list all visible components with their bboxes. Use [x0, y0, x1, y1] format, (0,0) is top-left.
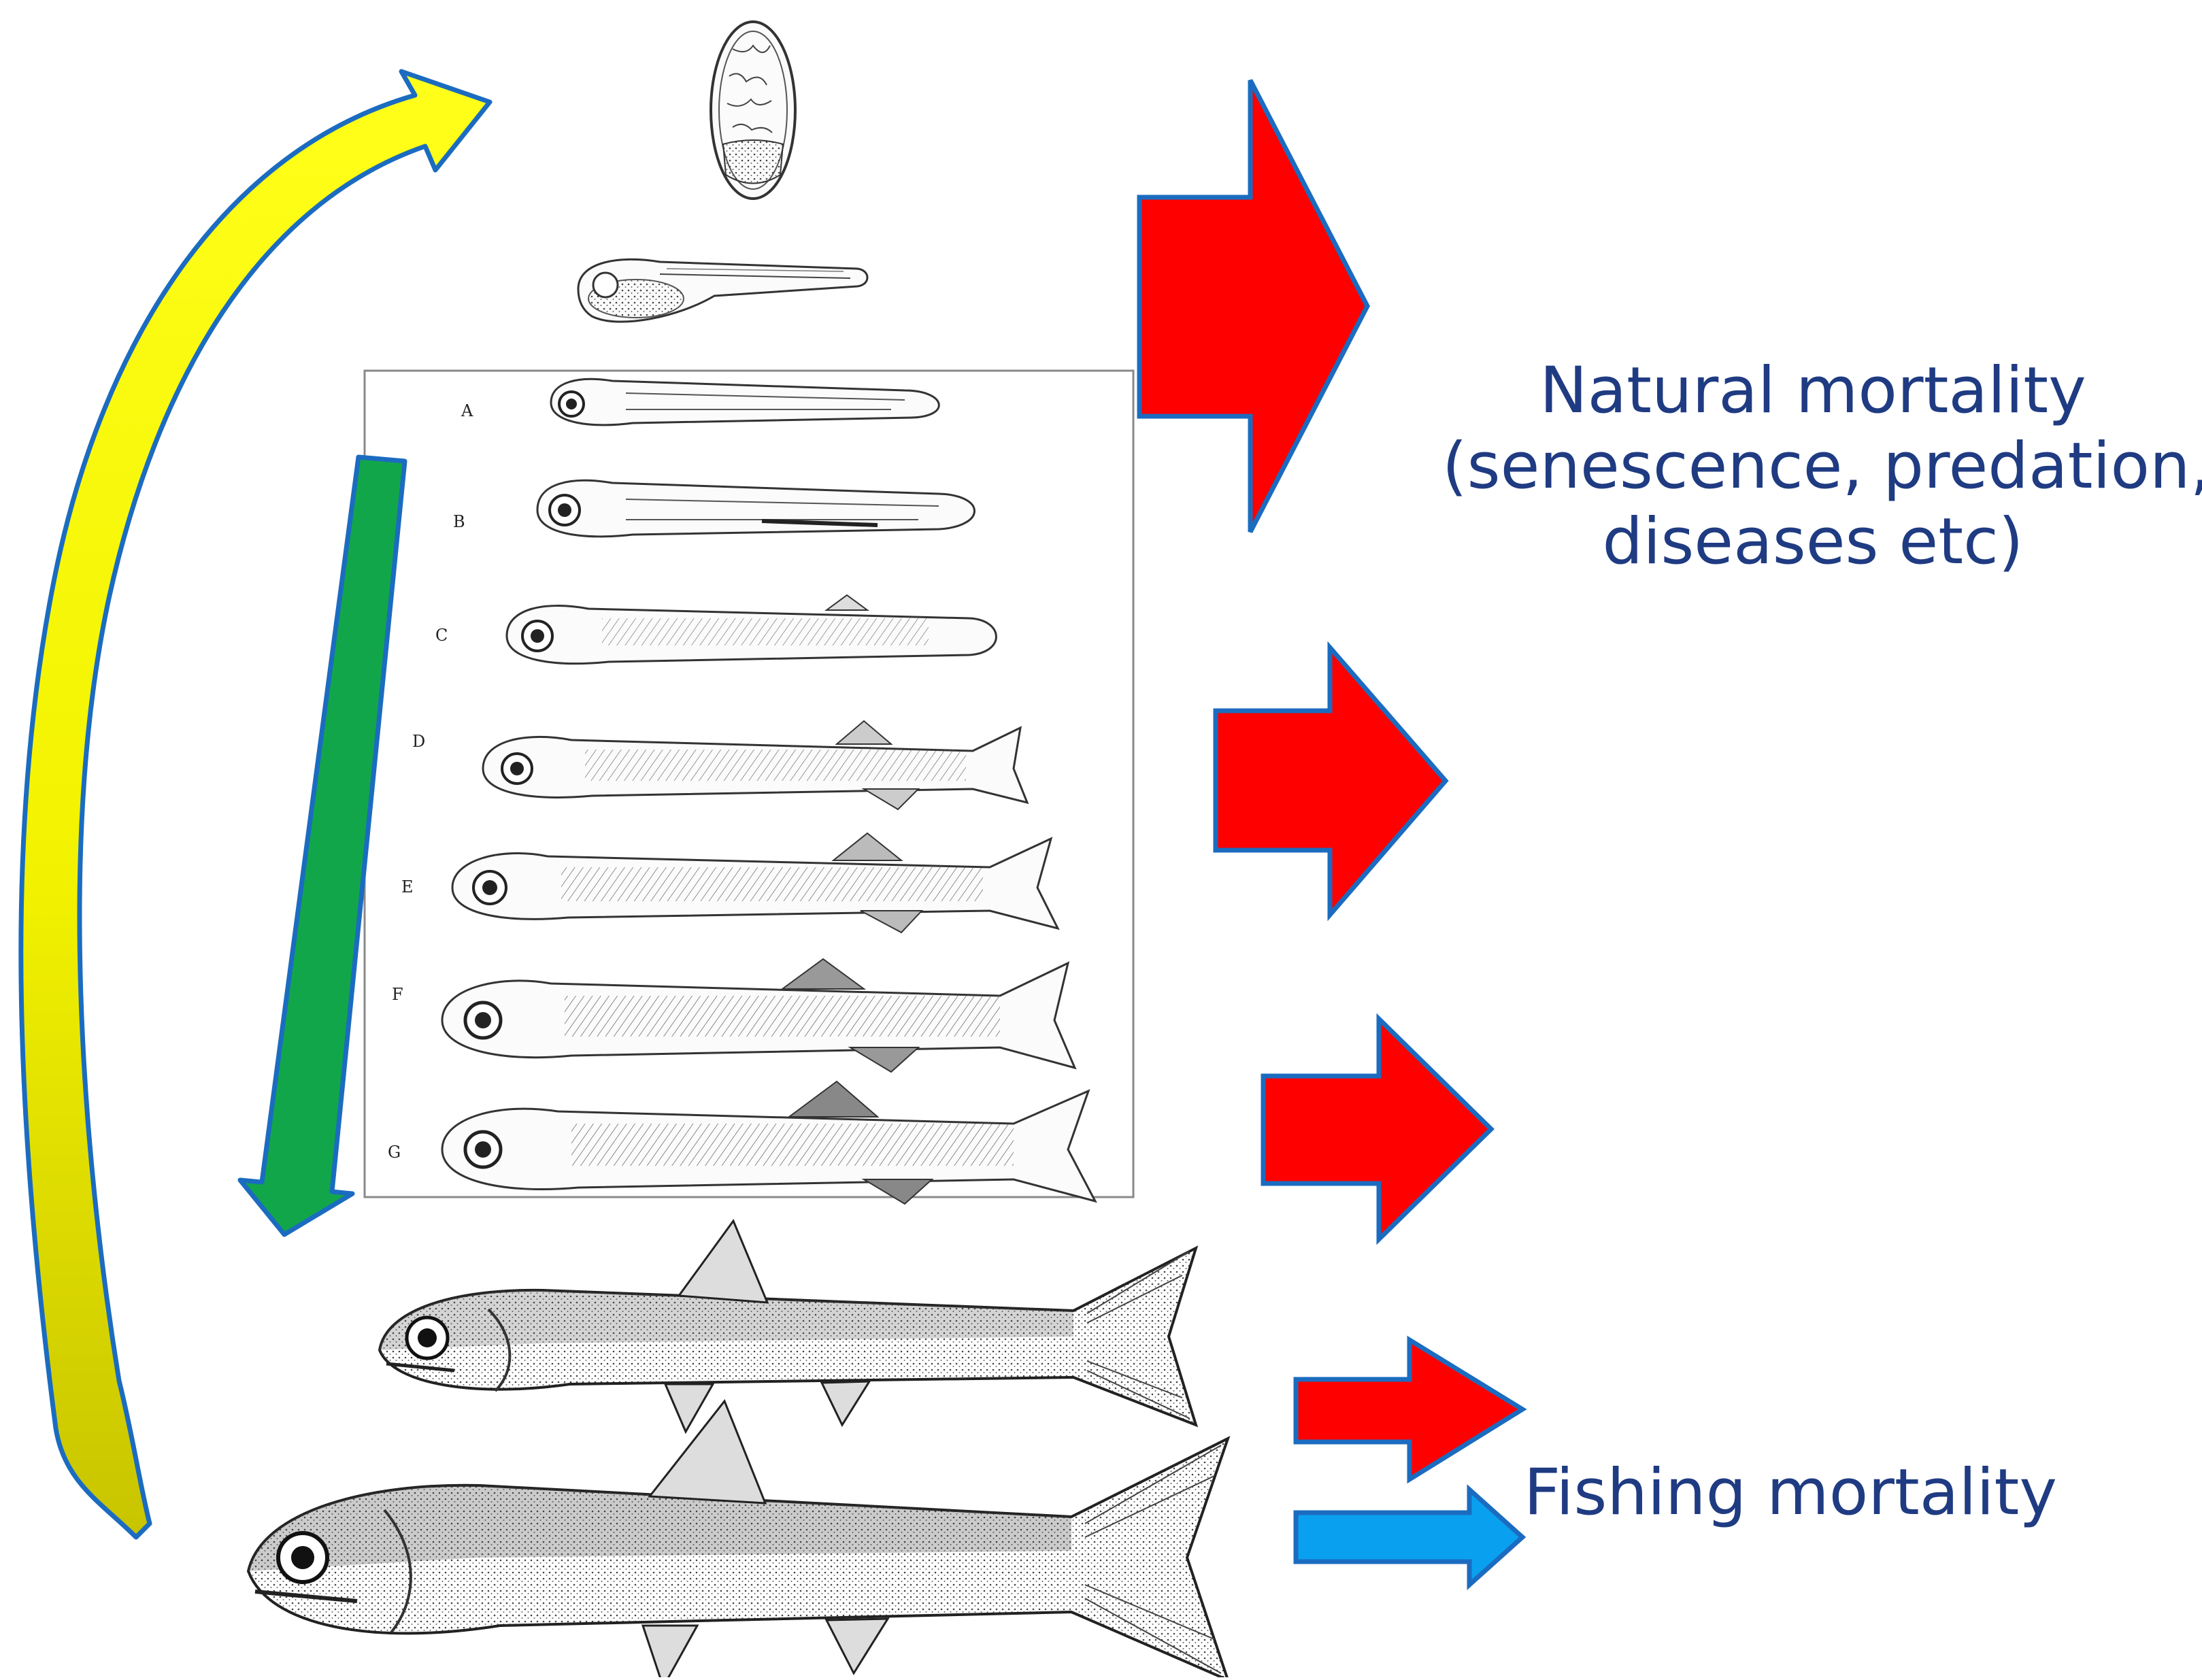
larva-letter-f: F	[392, 985, 403, 1004]
larva-letter-a: A	[461, 401, 473, 420]
larva-letter-g: G	[388, 1143, 401, 1162]
natural-mortality-arrow-1	[1139, 80, 1367, 532]
adult-anchovy-drawing	[248, 1401, 1228, 1677]
natural-mortality-arrow-3	[1263, 1019, 1491, 1239]
juvenile-anchovy-drawing	[380, 1221, 1196, 1432]
fishing-mortality-label: Fishing mortality	[1524, 1456, 2057, 1531]
natural-mortality-line-2: (senescence, predation,	[1442, 429, 2184, 505]
natural-mortality-line-3: diseases etc)	[1442, 505, 2184, 580]
natural-mortality-line-1: Natural mortality	[1442, 354, 2184, 429]
natural-mortality-arrow-2	[1216, 648, 1446, 915]
larva-letter-d: D	[412, 732, 425, 751]
natural-mortality-label: Natural mortality (senescence, predation…	[1442, 354, 2184, 580]
larva-letter-e: E	[401, 877, 414, 896]
yolk-sac-larva-drawing	[578, 259, 867, 322]
larva-letter-c: C	[435, 626, 448, 645]
egg-drawing	[711, 22, 795, 199]
natural-mortality-arrow-4	[1296, 1340, 1522, 1479]
larva-letter-b: B	[453, 512, 465, 531]
fishing-mortality-arrow	[1296, 1490, 1522, 1585]
